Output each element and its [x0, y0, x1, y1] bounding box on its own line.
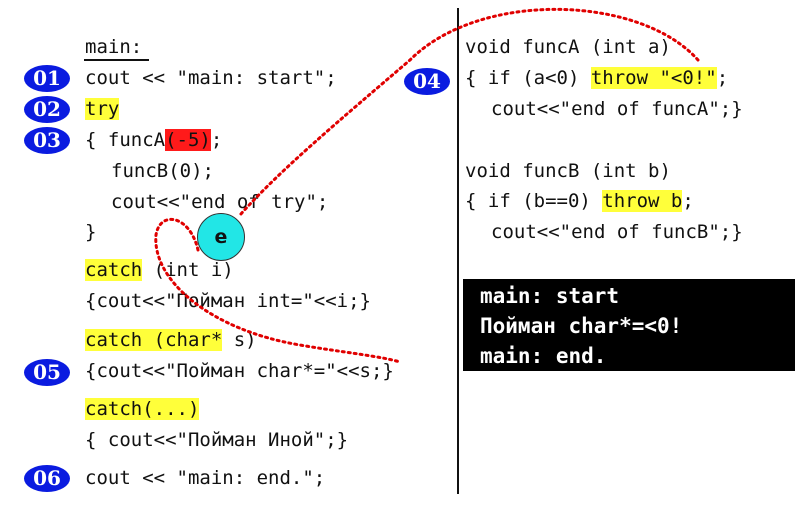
marker-to-catch-path [154, 217, 402, 364]
code-line-catch-char-body: {cout<<"Пойман char*="<<s;} [85, 360, 394, 382]
catch-char-param: s) [222, 329, 257, 351]
funcB-condition: { if (b==0) [465, 190, 603, 212]
funcA-signature: void funcA (int a) [465, 36, 671, 58]
console-line: Пойман char*=<0! [480, 314, 683, 338]
code-line-try: try [85, 98, 120, 120]
call-argument: (-5) [165, 129, 211, 151]
console-output: main: start Пойман char*=<0! main: end. [463, 279, 795, 371]
code-line-call-funcB: funcB(0); [111, 160, 214, 182]
funcB-throw-semicolon: ; [682, 190, 694, 212]
code-line-catch-int-body: {cout<<"Пойман int="<<i;} [85, 290, 371, 312]
step-badge-02: 02 [24, 96, 70, 123]
step-badge-01: 01 [24, 65, 70, 92]
code-line-main-end: cout << "main: end."; [85, 467, 326, 489]
catch-char-keyword: catch (char* [85, 329, 223, 351]
funcB-line-cout: cout<<"end of funcB";} [491, 221, 743, 243]
code-line-catch-all: catch(...) [85, 398, 200, 420]
main-label-underline [84, 59, 149, 61]
code-line-catch-char: catch (char* s) [85, 329, 257, 351]
funcB-line-throw: { if (b==0) throw b; [465, 190, 694, 212]
catch-int-keyword: catch [85, 259, 143, 281]
funcA-condition: { if (a<0) [465, 67, 591, 89]
main-label: main: [85, 36, 143, 58]
throw-to-marker-path [238, 7, 700, 217]
divider [457, 8, 459, 494]
try-keyword: try [85, 98, 120, 120]
funcA-line-throw: { if (a<0) throw "<0!"; [465, 67, 728, 89]
code-line-end-of-try: cout<<"end of try"; [111, 191, 329, 213]
funcA-throw-statement: throw "<0!" [590, 67, 717, 89]
console-line: main: start [480, 284, 620, 308]
catch-int-param: (int i) [142, 259, 234, 281]
step-badge-04: 04 [404, 68, 450, 95]
code-line-close-brace: } [85, 221, 97, 243]
funcA-line-cout: cout<<"end of funcA";} [491, 98, 743, 120]
funcB-throw-statement: throw b [602, 190, 683, 212]
console-line: main: end. [480, 344, 607, 368]
code-line-call-funcA: { funcA(-5); [85, 129, 222, 151]
step-badge-05: 05 [24, 359, 70, 386]
funcB-signature: void funcB (int b) [465, 160, 671, 182]
step-badge-06: 06 [24, 465, 70, 492]
funcA-throw-semicolon: ; [716, 67, 729, 89]
code-line-cout-start: cout << "main: start"; [85, 67, 337, 89]
step-badge-03: 03 [24, 127, 70, 154]
catch-all-keyword: catch(...) [85, 398, 200, 420]
exception-marker: e [197, 213, 245, 261]
call-semicolon: ; [210, 129, 223, 151]
code-line-catch-int: catch (int i) [85, 259, 234, 281]
code-line-catch-all-body: { cout<<"Пойман Иной";} [85, 429, 349, 451]
call-funcA: { funcA [85, 129, 166, 151]
